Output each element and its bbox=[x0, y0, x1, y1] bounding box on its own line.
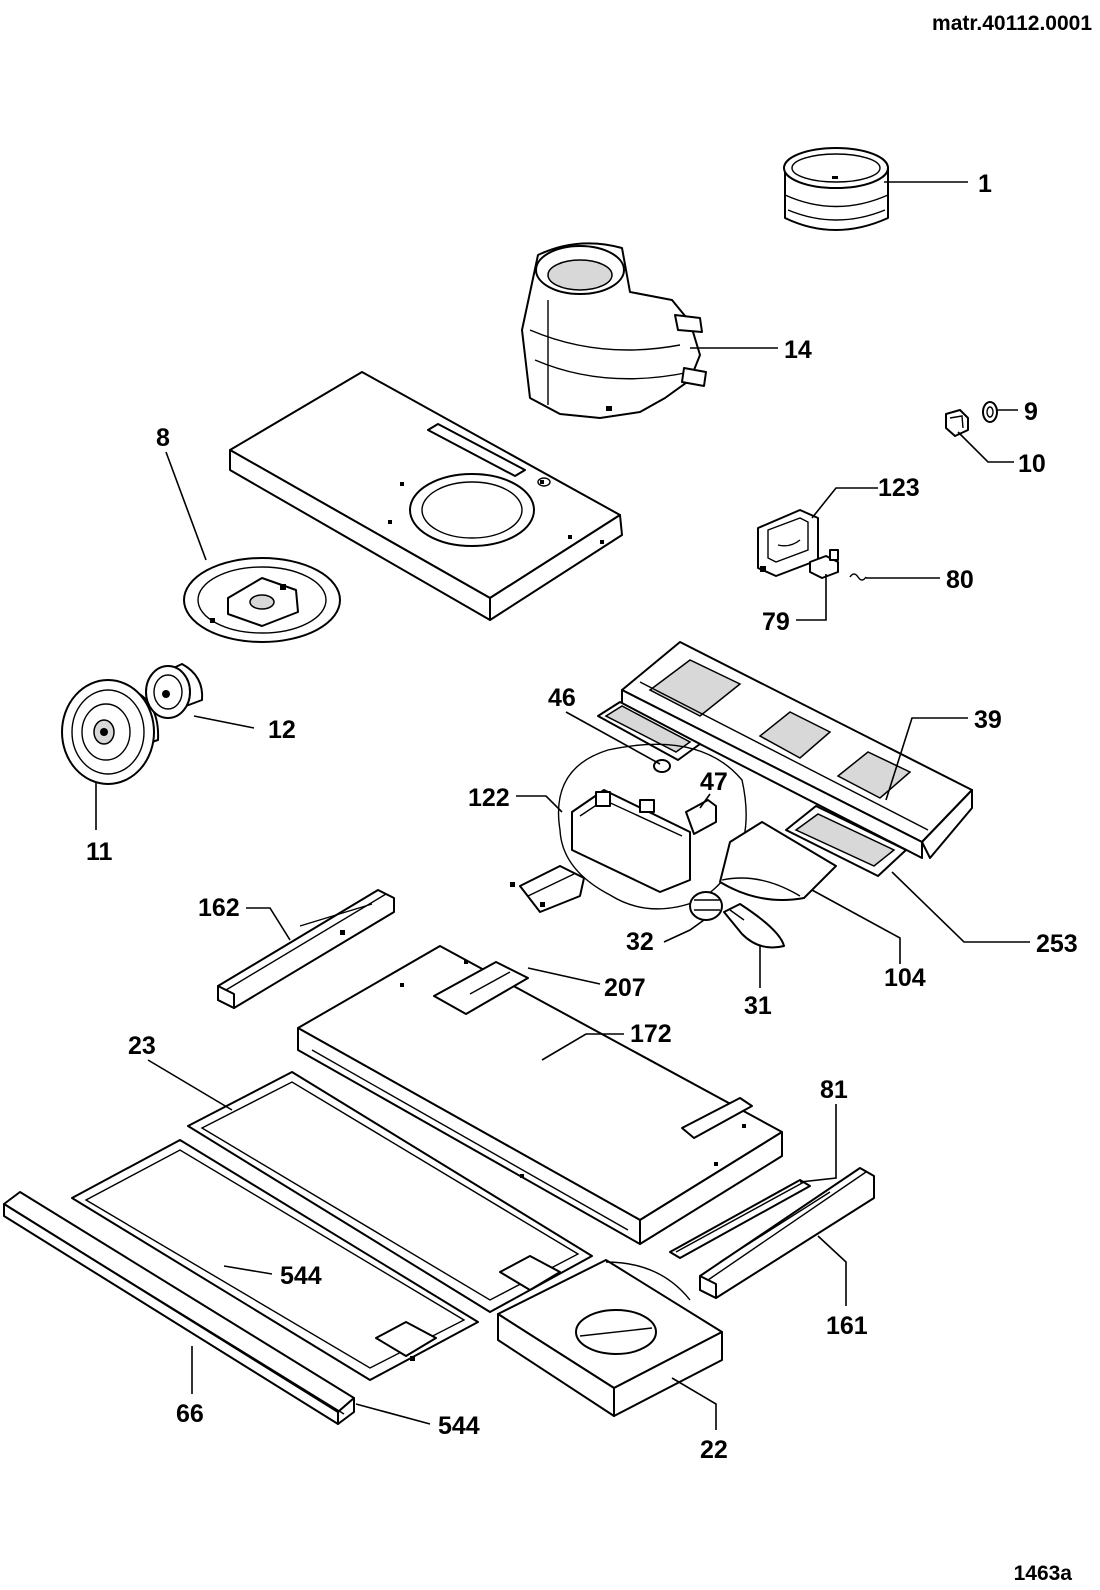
callout-9: 9 bbox=[1024, 398, 1038, 426]
part-9-washer bbox=[982, 401, 998, 423]
callout-104: 104 bbox=[884, 964, 926, 992]
leader-207 bbox=[527, 967, 601, 985]
part-1-collar-ring bbox=[783, 147, 889, 231]
part-10-nut bbox=[945, 409, 969, 437]
callout-122: 122 bbox=[468, 784, 510, 812]
leader-10 bbox=[957, 431, 1014, 463]
callout-172: 172 bbox=[630, 1020, 672, 1048]
callout-47: 47 bbox=[700, 768, 728, 796]
callout-544-lower: 544 bbox=[438, 1412, 480, 1440]
part-81-slide-strip bbox=[669, 1179, 811, 1259]
part-22-filter-tray bbox=[497, 1259, 723, 1417]
leader-22 bbox=[671, 1377, 717, 1430]
part-23-grease-filter bbox=[187, 1071, 593, 1313]
callout-14: 14 bbox=[784, 336, 812, 364]
leader-123 bbox=[811, 487, 878, 519]
part-39-top-rail bbox=[621, 641, 973, 859]
part-172-main-chassis bbox=[297, 945, 783, 1245]
callout-32: 32 bbox=[626, 928, 654, 956]
leader-253 bbox=[891, 871, 1030, 943]
part-8-motor-plate bbox=[183, 557, 341, 643]
part-32-lamp-socket bbox=[689, 891, 723, 921]
callout-66: 66 bbox=[176, 1400, 204, 1428]
part-31-lamp-bulb bbox=[723, 903, 785, 949]
leader-104 bbox=[811, 889, 901, 964]
callout-23: 23 bbox=[128, 1032, 156, 1060]
callout-46: 46 bbox=[548, 684, 576, 712]
callout-80: 80 bbox=[946, 566, 974, 594]
leader-23 bbox=[147, 1059, 233, 1111]
part-253-light-window bbox=[785, 805, 907, 877]
leader-32 bbox=[663, 919, 705, 943]
leader-162 bbox=[246, 907, 291, 941]
part-161-right-rail bbox=[699, 1167, 875, 1299]
callout-10: 10 bbox=[1018, 450, 1046, 478]
leader-544b bbox=[355, 1403, 431, 1425]
callout-1: 1 bbox=[978, 170, 992, 198]
callout-207: 207 bbox=[604, 974, 646, 1002]
metal-filter-panel bbox=[71, 1139, 479, 1381]
leader-172 bbox=[541, 1033, 624, 1061]
leader-lines bbox=[95, 181, 1030, 1430]
part-14-fan-housing bbox=[521, 242, 707, 419]
leader-122 bbox=[516, 795, 563, 813]
leader-79 bbox=[796, 574, 827, 621]
callout-39: 39 bbox=[974, 706, 1002, 734]
leader-39 bbox=[885, 717, 968, 801]
drawing-reference: matr.40112.0001 bbox=[932, 12, 1092, 35]
callout-544-upper: 544 bbox=[280, 1262, 322, 1290]
part-104-lamp-cover bbox=[719, 821, 837, 901]
chassis-top-plate bbox=[229, 371, 623, 621]
leader-161 bbox=[817, 1235, 847, 1306]
leader-12 bbox=[193, 715, 255, 729]
callout-31: 31 bbox=[744, 992, 772, 1020]
callout-79: 79 bbox=[762, 608, 790, 636]
leader-544a bbox=[223, 1265, 273, 1275]
sheet-code: 1463a bbox=[1014, 1562, 1073, 1585]
part-11-fan-wheel bbox=[61, 679, 160, 785]
callout-labels: 1 14 9 10 8 123 80 79 12 11 46 39 47 122… bbox=[86, 170, 1078, 1464]
leader-81 bbox=[799, 1104, 837, 1183]
callout-8: 8 bbox=[156, 424, 170, 452]
callout-253: 253 bbox=[1036, 930, 1078, 958]
part-80-spring bbox=[849, 573, 867, 581]
part-122-control-assembly bbox=[510, 743, 747, 913]
callout-12: 12 bbox=[268, 716, 296, 744]
leader-46 bbox=[565, 711, 661, 765]
leader-47 bbox=[699, 793, 711, 809]
callout-162: 162 bbox=[198, 894, 240, 922]
callout-161: 161 bbox=[826, 1312, 868, 1340]
part-12-motor bbox=[145, 663, 204, 719]
callout-22: 22 bbox=[700, 1436, 728, 1464]
part-162-left-rail bbox=[217, 889, 395, 1009]
callout-81: 81 bbox=[820, 1076, 848, 1104]
part-66-front-trim bbox=[3, 1191, 355, 1425]
callout-11: 11 bbox=[86, 838, 113, 866]
part-79-switch bbox=[809, 549, 839, 579]
callout-123: 123 bbox=[878, 474, 920, 502]
leader-8 bbox=[165, 451, 207, 561]
